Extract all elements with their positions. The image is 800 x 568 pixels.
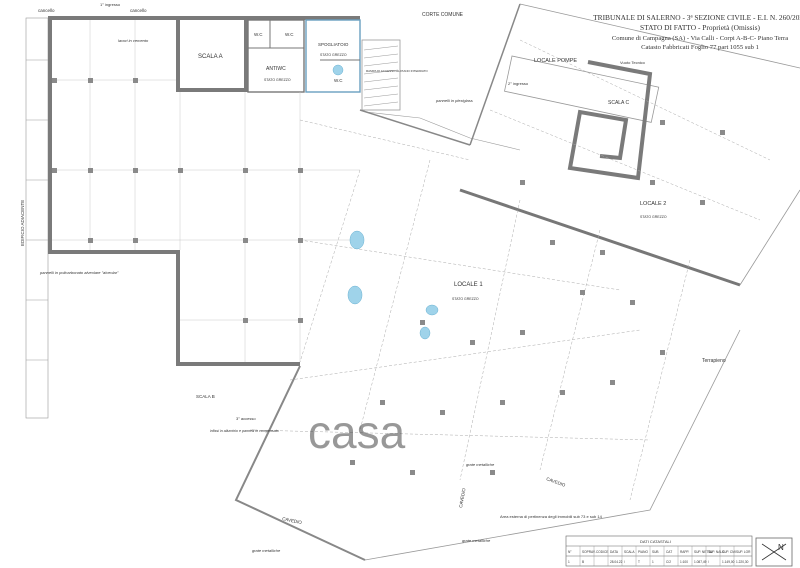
structural-grid [52,20,771,501]
label-antiwc: ANTIWC [266,66,286,72]
label-terrapieno: Terrapieno [702,358,726,364]
label-vuoto-tecnico: Vuoto Tecnico [620,60,646,65]
title-line-2: STATO DI FATTO - Proprietà (Omissis) [640,23,760,32]
table-value-cell: 1.220,30 [736,560,749,564]
table-value-cell: 1 [568,560,570,564]
label-locale-1-sub: STATO GREZZO [452,297,479,301]
title-line-1: TRIBUNALE DI SALERNO - 3ª SEZIONE CIVILE… [593,13,800,22]
adjacent-building [25,17,49,419]
table-value-cell: 1:100 [680,560,688,564]
table-header-cell: RAPP. [680,550,689,554]
label-ingresso-2: 2° ingresso [508,81,529,86]
table-value-cell: 28.04.22 [610,560,623,564]
table-header-cell: SUP. CMI [722,550,736,554]
label-wc-1: W.C [254,32,263,37]
label-ingresso-1: 1° ingresso [100,2,121,7]
label-spogliatoio-sub: STATO GREZZO [320,53,347,57]
table-header-cell: SUB [652,550,659,554]
label-wc-3: W.C [334,78,343,83]
label-cancello-right: cancello [130,8,147,13]
table-header-cell: SUP. NALC [708,550,725,554]
table-value-cell: 1.149,00 [722,560,735,564]
table-header-cell: N° [568,550,572,554]
label-cavedio-3: CAVEDIO [282,516,303,525]
label-locale-2: LOCALE 2 [640,201,666,207]
label-locale-2-sub: STATO GREZZO [640,215,667,219]
label-pannelli-plexiglass: pannelli in plexiglass [435,98,473,103]
label-antiwc-sub: STATO GREZZO [264,78,291,82]
table-value-cell: 1.087,49 [694,560,707,564]
label-cancello-left: cancello [38,8,55,13]
table-header-cell: CODICE [596,550,608,554]
table-header-cell: SUP. NETTA [694,550,713,554]
north-arrow [755,537,793,567]
table-value-cell: C/2 [666,560,671,564]
label-edificio-adiacente: EDIFICIO ADIACENTE [20,200,25,246]
label-spogliatoio: SPOGLIATOIO [318,42,349,47]
label-grate-1: grate metalliche [466,462,495,467]
table-caption: DATI CATASTALI [640,539,671,544]
label-grate-3: grate metalliche [252,548,281,553]
locale-1-outline [234,109,741,561]
label-lavori-cemento: lavori in cemento [118,38,149,43]
table-header-cell: SCALA [624,550,635,554]
table-header-cell: PIANO [638,550,648,554]
table-value-cell: B [582,560,584,564]
table-value-cell: / [708,560,709,564]
table-value-cell: 1 [652,560,654,564]
label-wc-2: W.C [285,32,294,37]
adjacent-building-hatch [26,59,48,361]
table-header-cell: SOPRAV. [582,550,596,554]
watermark: casa [308,406,406,458]
pillars [52,78,725,475]
label-infissi: infissi in alluminio e pannelli in compe… [210,429,279,433]
label-locale-pompe: LOCALE POMPE [534,58,577,64]
title-line-4: Catasto Fabbricati Foglio 77 part 1055 s… [641,44,759,51]
title-line-3: Comune di Campagna (SA) - Via Calli - Co… [612,35,788,42]
label-locale-1: LOCALE 1 [454,282,483,288]
north-label: N [778,543,784,552]
label-pannelli-policarbonato: pannelli in policarbonato alveolare "alv… [39,270,119,275]
label-scala-c: SCALA C [608,100,630,106]
outer-walls [48,16,401,366]
ramp-stairs [363,45,521,151]
label-cavedio-1: CAVEDIO [546,476,567,488]
table-value-cell: T [638,560,640,564]
table-header-cell: SUP. LOR [736,550,751,554]
cadastral-table [565,535,753,567]
table-value-cell: / [624,560,625,564]
label-corte-comune: CORTE COMUNE [422,12,464,18]
label-rampa: RAMPA DI ACCESSO AL PIANO INTERRATO [366,69,428,73]
label-cavedio-2: CAVEDIO [458,487,466,508]
scala-c-stair [567,60,653,181]
label-area-esterna: Area esterna di pertinenza degli immobil… [500,514,603,519]
label-scala-a: SCALA A [198,54,223,60]
table-header-cell: DATA [610,550,619,554]
label-grate-2: grate metalliche [462,538,491,543]
table-header-cell: CAT [666,550,672,554]
water-stains [332,64,439,340]
label-scala-b: SCALA B [196,394,215,399]
label-ingresso-3: 3° accesso [236,416,256,421]
